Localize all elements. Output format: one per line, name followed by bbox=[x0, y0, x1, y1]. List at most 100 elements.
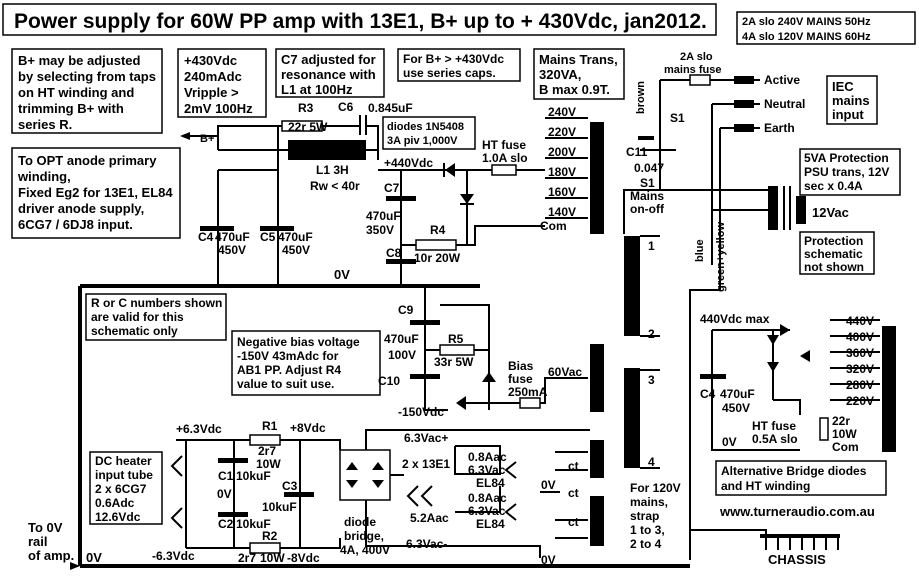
alt-r-label-3: Com bbox=[832, 440, 859, 454]
c8-cap bbox=[386, 259, 416, 264]
alt-r-label-1: 22r bbox=[832, 414, 850, 428]
c11-label: C11 bbox=[626, 145, 648, 159]
diodes-line-2: 3A piv 1,000V bbox=[387, 135, 458, 147]
earth-label: Earth bbox=[764, 121, 795, 135]
l1-choke bbox=[288, 140, 366, 160]
c4-label: C4 bbox=[198, 230, 214, 244]
bias-top-wire bbox=[440, 304, 490, 350]
c5-value-2: 450V bbox=[282, 243, 310, 257]
active-label: Active bbox=[764, 73, 800, 87]
tap-140: 140V bbox=[548, 205, 576, 219]
bias-winding bbox=[590, 344, 604, 412]
zero-v-drops bbox=[217, 275, 402, 286]
alt-ht-winding bbox=[882, 326, 896, 452]
bridge-diode-4 bbox=[372, 480, 384, 488]
alt-tap-440: 440V bbox=[846, 314, 874, 328]
mains-fuse-line-1: 2A slo 240V MAINS 50Hz bbox=[742, 16, 871, 28]
c4-cap bbox=[200, 226, 234, 231]
alt-resistor bbox=[819, 417, 829, 441]
r1-value: 2r7 bbox=[258, 444, 276, 458]
iec-note bbox=[826, 75, 878, 125]
alt-bridge-wires bbox=[772, 330, 801, 415]
dc-heater-line-2: input tube bbox=[95, 468, 153, 482]
ht-node-wire bbox=[218, 126, 279, 171]
alt-tap-wires bbox=[830, 319, 880, 401]
r5-resistor bbox=[439, 344, 475, 356]
mains-fuse-label-1: 2A slo bbox=[680, 51, 713, 63]
tap-200: 200V bbox=[548, 145, 576, 159]
bridge-diode-1 bbox=[346, 462, 358, 470]
brown-label: brown bbox=[635, 81, 647, 114]
c6-label: C6 bbox=[338, 100, 354, 114]
bottom-ov-label: 0V bbox=[86, 550, 102, 565]
r3-label: R3 bbox=[298, 101, 314, 115]
title-text: Power supply for 60W PP amp with 13E1, B… bbox=[14, 10, 707, 33]
iec-pin-neutral bbox=[734, 100, 754, 108]
protection-line-1: 5VA Protection bbox=[804, 151, 889, 165]
bplus-adjust-line-5: series R. bbox=[18, 117, 72, 132]
rc-note-line-2: are valid for this bbox=[91, 310, 184, 324]
v12ac-label: 12Vac bbox=[812, 205, 849, 220]
mains-fuse-label-2: mains fuse bbox=[664, 64, 721, 76]
c11-cap bbox=[638, 136, 654, 140]
r4-value: 10r 20W bbox=[414, 251, 461, 265]
c1-cap bbox=[218, 458, 248, 463]
iec-line-2: mains bbox=[832, 93, 870, 108]
v12ac-arrow-icon bbox=[800, 206, 806, 214]
to-0v-line-1: To 0V bbox=[28, 520, 63, 535]
r1-label: R1 bbox=[262, 419, 278, 433]
c7-value-1: 470uF bbox=[366, 209, 401, 223]
c9-label: C9 bbox=[398, 303, 414, 317]
neg-bias-line-2: -150V 43mAdc for bbox=[237, 349, 339, 363]
c10-label: C10 bbox=[378, 374, 400, 388]
alt-c4-value-2: 450V bbox=[722, 401, 750, 415]
c6-capacitor bbox=[359, 115, 367, 135]
mains-primary-upper bbox=[624, 236, 640, 336]
protection-line-2: PSU trans, 12V bbox=[804, 165, 889, 179]
alt-bridge-line-2: and HT winding bbox=[721, 479, 810, 493]
el84-a-label: EL84 bbox=[476, 476, 505, 490]
dc-heater-line-4: 0.6Adc bbox=[95, 496, 135, 510]
alt-tap-220: 220V bbox=[846, 394, 874, 408]
alt-c4-label: C4 bbox=[700, 387, 716, 401]
diode-bridge-line-2: bridge, bbox=[344, 529, 384, 543]
c2-label: C2 bbox=[218, 517, 234, 531]
bplus-spec-line-4: 2mV 100Hz bbox=[184, 101, 253, 116]
protection-schematic-note bbox=[799, 231, 875, 275]
el84-a-current: 0.8Aac bbox=[468, 450, 507, 464]
c4-value-1: 470uF bbox=[215, 230, 250, 244]
strap-line-2: mains, bbox=[630, 495, 668, 509]
ov-label: 0V bbox=[217, 487, 232, 501]
to-0v-line-3: of amp. bbox=[28, 548, 74, 563]
alt-bridge-main-wires bbox=[711, 329, 800, 451]
alt-tap-280: 280V bbox=[846, 378, 874, 392]
tap-180: 180V bbox=[548, 165, 576, 179]
vminus150-label: -150Vdc bbox=[398, 405, 444, 419]
c6-value: 0.845uF bbox=[368, 101, 413, 115]
c8-label: C8 bbox=[386, 246, 402, 260]
el84-arrow-1-icon bbox=[504, 461, 517, 479]
series-caps-line-1: For B+ > +430Vdc bbox=[403, 52, 504, 66]
mains-fuse-box bbox=[736, 11, 916, 45]
tubes-label: 2 x 13E1 bbox=[402, 457, 450, 471]
mains-trans-line-3: B max 0.9T. bbox=[539, 82, 610, 97]
heater-winding-2 bbox=[590, 496, 604, 546]
ht-secondary-winding bbox=[590, 122, 604, 234]
neg-bias-note bbox=[231, 330, 381, 396]
s1-label: S1 bbox=[670, 111, 685, 125]
opt-note-line-4: driver anode supply, bbox=[18, 201, 144, 216]
strap-line-1: For 120V bbox=[630, 481, 681, 495]
protection-primary-wires bbox=[660, 189, 768, 211]
heater-winding-1 bbox=[590, 440, 604, 478]
bplus-adjust-note bbox=[11, 48, 163, 134]
opt-note bbox=[11, 147, 181, 239]
c7-cap bbox=[386, 196, 416, 201]
c1-label: C1 bbox=[218, 469, 234, 483]
bridge-ac-wires bbox=[365, 429, 590, 558]
bplus-adjust-line-1: B+ may be adjusted bbox=[18, 53, 141, 68]
heater-bottom-wire bbox=[186, 538, 341, 549]
blue-label: blue bbox=[694, 239, 706, 262]
pin-2: 2 bbox=[648, 327, 655, 341]
c3-cap bbox=[284, 492, 314, 497]
